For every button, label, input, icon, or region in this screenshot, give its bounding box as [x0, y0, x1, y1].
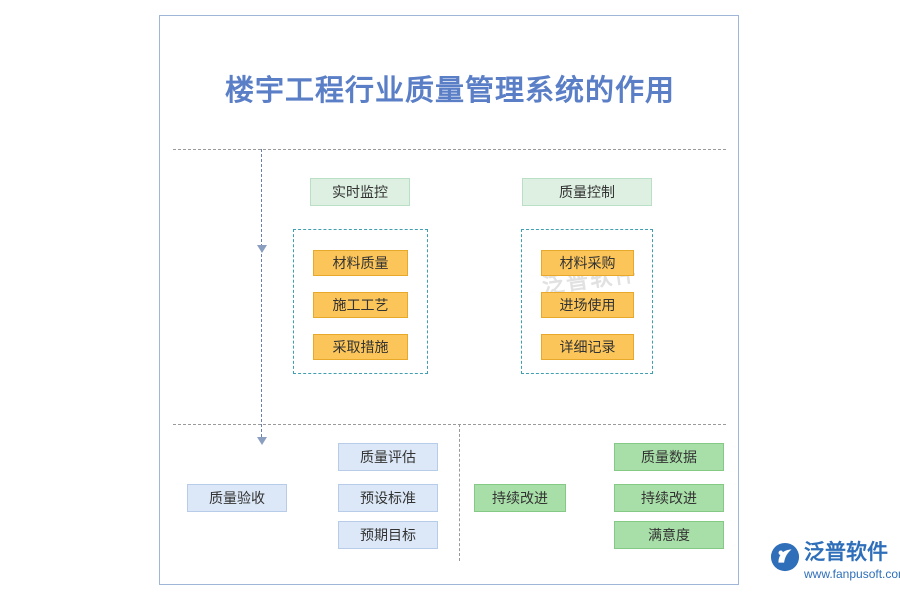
flow-connector-line: [261, 149, 262, 437]
divider-bottom: [173, 424, 726, 425]
node-material-procurement: 材料采购: [541, 250, 634, 276]
node-continuous-improvement-right: 持续改进: [614, 484, 724, 512]
flow-arrow-icon: [257, 245, 267, 253]
node-construction-process: 施工工艺: [313, 292, 408, 318]
node-material-quality: 材料质量: [313, 250, 408, 276]
flow-arrow-icon: [257, 437, 267, 445]
node-satisfaction: 满意度: [614, 521, 724, 549]
node-quality-data: 质量数据: [614, 443, 724, 471]
brand-logo: 泛普软件 www.fanpusoft.com: [770, 540, 900, 590]
diagram-title: 楼宇工程行业质量管理系统的作用: [224, 75, 675, 107]
section-header-realtime-monitoring: 实时监控: [310, 178, 410, 206]
group-realtime-monitoring: [293, 229, 428, 374]
node-quality-acceptance: 质量验收: [187, 484, 287, 512]
divider-top: [173, 149, 726, 150]
node-expected-goal: 预期目标: [338, 521, 438, 549]
node-preset-standard: 预设标准: [338, 484, 438, 512]
node-site-usage: 进场使用: [541, 292, 634, 318]
logo-name: 泛普软件: [804, 541, 888, 564]
node-continuous-improvement: 持续改进: [474, 484, 566, 512]
logo-mark-icon: [770, 542, 800, 572]
section-header-quality-control: 质量控制: [522, 178, 652, 206]
node-detailed-record: 详细记录: [541, 334, 634, 360]
node-take-measures: 采取措施: [313, 334, 408, 360]
divider-bottom-vertical: [459, 424, 460, 561]
group-quality-control: [521, 229, 653, 374]
node-quality-assessment: 质量评估: [338, 443, 438, 471]
logo-url: www.fanpusoft.com: [804, 567, 900, 581]
